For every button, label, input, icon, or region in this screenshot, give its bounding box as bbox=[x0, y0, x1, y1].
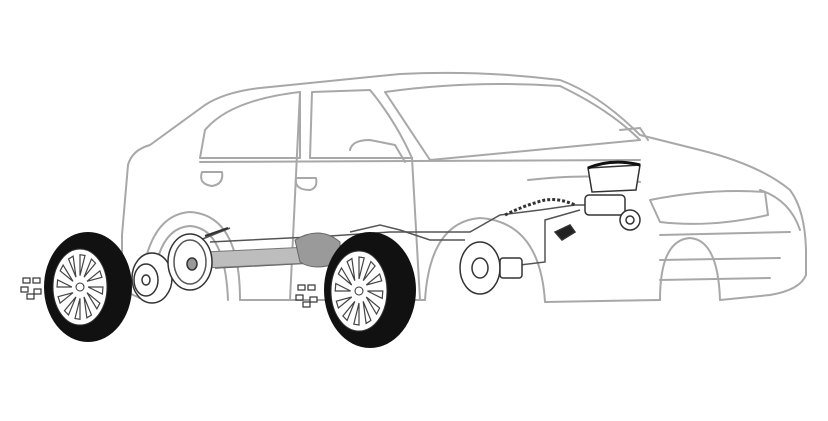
rim-spoke bbox=[83, 257, 97, 278]
brake-booster-hose bbox=[504, 198, 576, 217]
rim-spoke bbox=[63, 296, 77, 317]
rim-spoke bbox=[335, 296, 353, 310]
rim-spoke bbox=[74, 298, 81, 321]
rim-spoke bbox=[334, 282, 351, 292]
rim-spoke bbox=[337, 266, 353, 286]
rim-spoke bbox=[56, 279, 73, 288]
front-brake-disc bbox=[459, 241, 523, 295]
rim-spoke bbox=[59, 263, 74, 282]
rear-axle bbox=[204, 232, 341, 269]
rim-spoke bbox=[353, 302, 360, 326]
rim-spoke bbox=[79, 253, 86, 276]
lug-nuts-rear bbox=[20, 277, 42, 300]
rim-spoke bbox=[342, 301, 356, 322]
rim-spoke bbox=[87, 286, 104, 295]
rim-spoke bbox=[365, 296, 381, 316]
rim-spoke bbox=[358, 256, 365, 280]
lug-nuts-front bbox=[295, 284, 318, 308]
rim-spoke bbox=[365, 272, 383, 286]
rim-spoke bbox=[362, 260, 376, 281]
rim-spoke bbox=[83, 296, 93, 319]
front-wheel bbox=[324, 232, 416, 348]
rim-spoke bbox=[362, 301, 372, 325]
rear-wheel bbox=[44, 232, 132, 342]
master-cylinder bbox=[553, 160, 641, 241]
rim-spoke bbox=[346, 257, 356, 281]
rim-spoke bbox=[86, 292, 101, 311]
rear-brake-drum bbox=[131, 227, 229, 304]
rim-spoke bbox=[367, 290, 384, 300]
rim-spoke bbox=[86, 269, 103, 282]
rim-spoke bbox=[57, 292, 74, 305]
rim-spoke bbox=[67, 255, 77, 278]
